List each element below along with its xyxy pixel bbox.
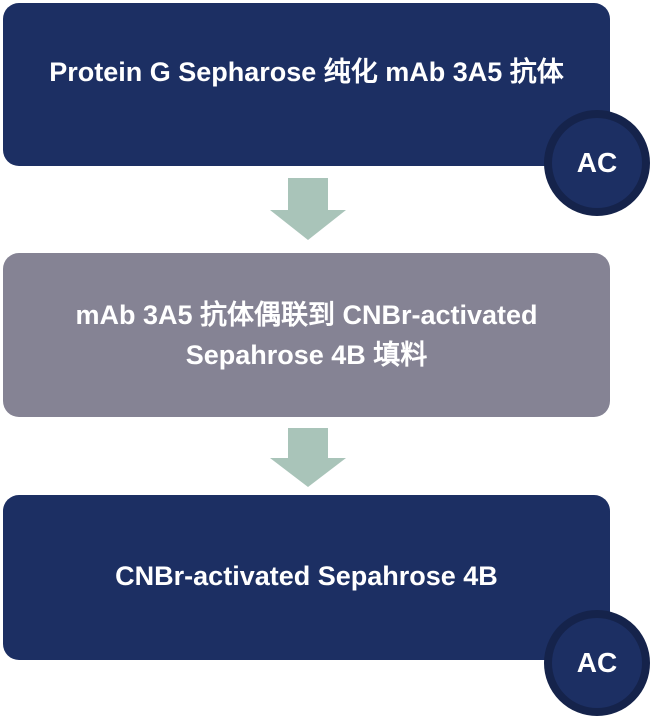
step-1-label: Protein G Sepharose 纯化 mAb 3A5 抗体 (49, 56, 564, 87)
step-2-label: mAb 3A5 抗体偶联到 CNBr-activated Sepahrose 4… (75, 300, 538, 370)
step-1-box: Protein G Sepharose 纯化 mAb 3A5 抗体 (3, 3, 610, 166)
down-arrow-icon (270, 428, 346, 487)
step-3-ac-badge: AC (544, 610, 650, 716)
down-arrow-icon (270, 178, 346, 240)
step-1-badge-label: AC (576, 147, 618, 178)
step-2-box: mAb 3A5 抗体偶联到 CNBr-activated Sepahrose 4… (3, 253, 610, 417)
step-3-label: CNBr-activated Sepahrose 4B (115, 560, 498, 591)
step-1-ac-badge: AC (544, 110, 650, 216)
step-3-badge-label: AC (576, 647, 618, 678)
step-3-box: CNBr-activated Sepahrose 4B (3, 495, 610, 660)
